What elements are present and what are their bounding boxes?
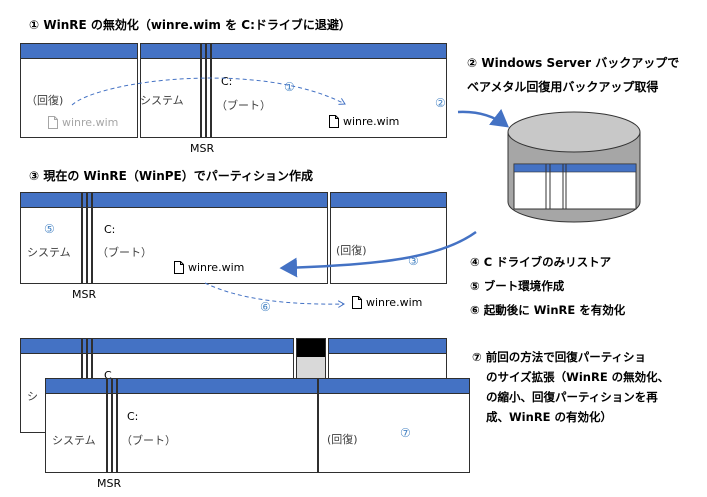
file-icon bbox=[48, 116, 58, 129]
step4-back-left-label: シ bbox=[27, 390, 38, 403]
step4-system-partition bbox=[45, 378, 107, 473]
step1-c-file-name: winre.wim bbox=[343, 115, 400, 128]
partition-header bbox=[331, 193, 446, 208]
unallocated-header bbox=[297, 339, 325, 357]
partition-header bbox=[88, 339, 91, 354]
step1-c-label: C: bbox=[221, 75, 233, 88]
step3-enable-number: ⑥ bbox=[260, 300, 271, 314]
partition-header bbox=[83, 193, 86, 208]
partition-header bbox=[212, 44, 446, 59]
step3-restore-number: ③ bbox=[408, 254, 419, 268]
step3-recovery-partition bbox=[330, 192, 447, 284]
step1-arrow-number: ① bbox=[284, 80, 295, 94]
step3-system-number: ⑤ bbox=[44, 222, 55, 236]
step1-system-partition bbox=[140, 43, 201, 138]
step1-title: ① WinRE の無効化（winre.wim を C:ドライブに退避） bbox=[29, 18, 351, 32]
partition-header bbox=[207, 44, 210, 59]
step2-text-line2: ベアメタル回復用バックアップ取得 bbox=[467, 80, 659, 94]
step3-c-file-name: winre.wim bbox=[188, 261, 245, 274]
step1-c-file: winre.wim bbox=[329, 115, 399, 128]
note-7: ⑦ 前回の方法で回復パーティショ のサイズ拡張（WinRE の無効化、 の縮小、… bbox=[472, 347, 669, 427]
step3-c-label: C: bbox=[104, 223, 116, 236]
step4-msr-partition-a bbox=[107, 378, 112, 473]
file-icon bbox=[329, 115, 339, 128]
step3-system-label: システム bbox=[27, 246, 71, 259]
step4-msr-partition-b bbox=[112, 378, 117, 473]
note-5: ⑤ ブート環境作成 bbox=[470, 279, 565, 293]
step4-boot-label: （ブート） bbox=[121, 434, 176, 447]
step3-msr-label: MSR bbox=[72, 288, 97, 301]
step4-recovery-partition bbox=[318, 378, 470, 473]
step1-system-label: システム bbox=[140, 94, 184, 107]
note-4: ④ C ドライブのみリストア bbox=[470, 255, 612, 269]
step3-msr-partition-b bbox=[87, 192, 92, 284]
step1-recovery-file: winre.wim bbox=[48, 116, 118, 129]
step4-c-label: C: bbox=[127, 410, 139, 423]
partition-header bbox=[141, 44, 200, 59]
partition-header bbox=[108, 379, 111, 394]
partition-header bbox=[21, 193, 81, 208]
note-6: ⑥ 起動後に WinRE を有効化 bbox=[470, 303, 626, 317]
partition-header bbox=[329, 339, 446, 354]
partition-header bbox=[319, 379, 469, 394]
file-icon bbox=[174, 261, 184, 274]
step3-msr-partition-a bbox=[82, 192, 87, 284]
partition-header bbox=[202, 44, 205, 59]
partition-header bbox=[46, 379, 106, 394]
note-7-line: のサイズ拡張（WinRE の無効化、 bbox=[486, 370, 670, 384]
partition-header bbox=[93, 339, 293, 354]
step1-recovery-label: （回復) bbox=[26, 94, 64, 107]
step4-back-c-label: C bbox=[104, 369, 112, 382]
step4-recovery-number: ⑦ bbox=[400, 426, 411, 440]
step4-c-partition bbox=[117, 378, 318, 473]
step3-recovery-label: (回復) bbox=[336, 244, 367, 257]
note-7-line: の縮小、回復パーティションを再 bbox=[486, 390, 658, 404]
step4-recovery-label: (回復) bbox=[327, 433, 358, 446]
note-7-line: ⑦ 前回の方法で回復パーティショ bbox=[472, 350, 647, 364]
step1-boot-label: （ブート） bbox=[216, 99, 271, 112]
partition-header bbox=[83, 339, 86, 354]
note-7-line: 成、WinRE の有効化） bbox=[486, 410, 613, 424]
step3-boot-label: （ブート） bbox=[97, 246, 152, 259]
backup-disk-icon bbox=[507, 111, 641, 223]
partition-header bbox=[21, 44, 137, 59]
step3-dashed-arrow bbox=[204, 282, 344, 304]
step3-title: ③ 現在の WinRE（WinPE）でパーティション作成 bbox=[29, 169, 314, 183]
step1-recovery-file-name: winre.wim bbox=[62, 116, 119, 129]
step2-text-line1: ② Windows Server バックアップで bbox=[467, 56, 680, 70]
step4-msr-label: MSR bbox=[97, 477, 122, 490]
step3-external-file-name: winre.wim bbox=[366, 296, 423, 309]
step1-msr-label: MSR bbox=[190, 142, 215, 155]
step4-system-label: システム bbox=[52, 434, 96, 447]
partition-header bbox=[88, 193, 91, 208]
partition-header bbox=[118, 379, 317, 394]
partition-header bbox=[21, 339, 81, 354]
step3-c-file: winre.wim bbox=[174, 261, 244, 274]
partition-header bbox=[93, 193, 327, 208]
partition-header bbox=[113, 379, 116, 394]
step3-external-file: winre.wim bbox=[352, 296, 422, 309]
step3-system-partition bbox=[20, 192, 82, 284]
step2-arrow-number: ② bbox=[435, 96, 446, 110]
file-icon bbox=[352, 296, 362, 309]
